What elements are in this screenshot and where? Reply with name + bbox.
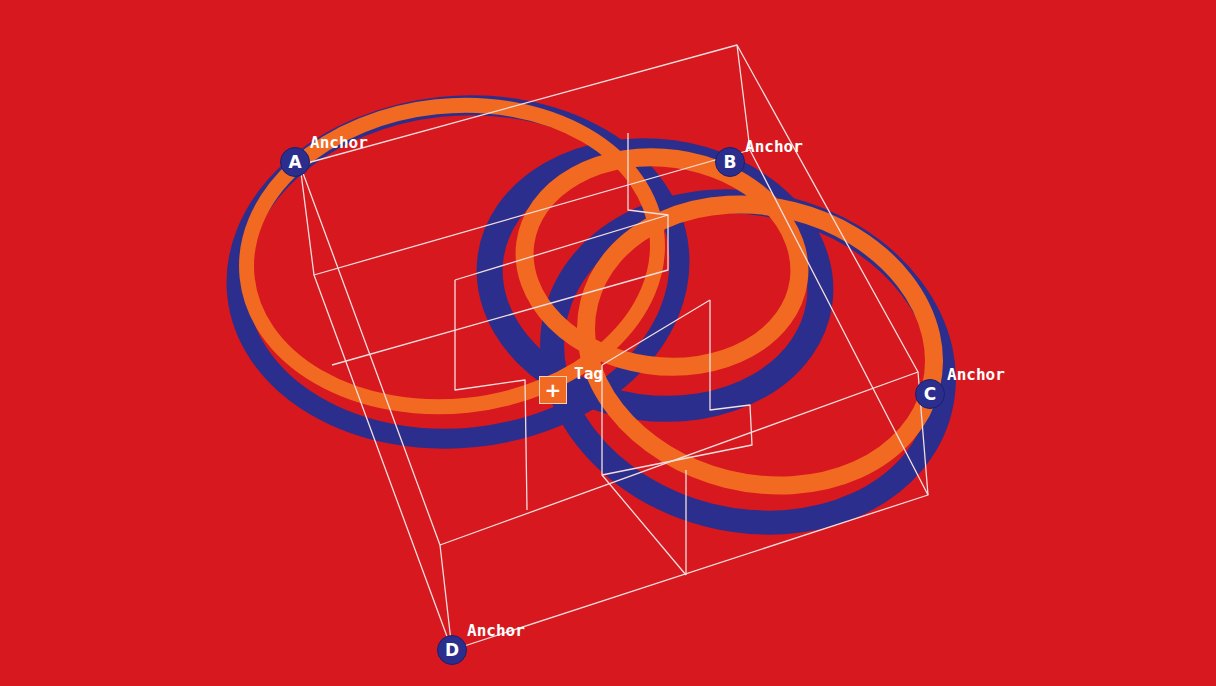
anchor-circle: AAnchor xyxy=(280,147,310,177)
tag-symbol: + xyxy=(545,380,562,400)
anchor-label: Anchor xyxy=(310,135,368,151)
box-edges xyxy=(300,45,928,650)
ring-blue xyxy=(518,161,979,563)
divider xyxy=(455,215,668,280)
anchor-letter: C xyxy=(924,386,936,403)
anchor-label: Anchor xyxy=(947,367,1005,383)
anchor-circle: DAnchor xyxy=(437,635,467,665)
divider xyxy=(455,280,527,510)
anchor-letter: B xyxy=(724,154,737,171)
divider xyxy=(602,300,710,575)
anchor-letter: A xyxy=(288,154,301,171)
ring-orange xyxy=(511,140,813,384)
anchor-letter: D xyxy=(445,642,459,659)
divider xyxy=(332,133,668,365)
anchor-label: Anchor xyxy=(745,139,803,155)
box-bottom xyxy=(314,150,928,650)
divider xyxy=(602,300,752,475)
tag-marker: +Tag xyxy=(539,376,567,404)
anchor-label: Tag xyxy=(574,366,603,382)
anchor-circle: CAnchor xyxy=(915,379,945,409)
divider xyxy=(602,365,686,575)
anchor-circle: BAnchor xyxy=(715,147,745,177)
wireframe-box xyxy=(300,45,928,650)
anchor-label: Anchor xyxy=(467,623,525,639)
ring-fronts xyxy=(231,85,964,521)
